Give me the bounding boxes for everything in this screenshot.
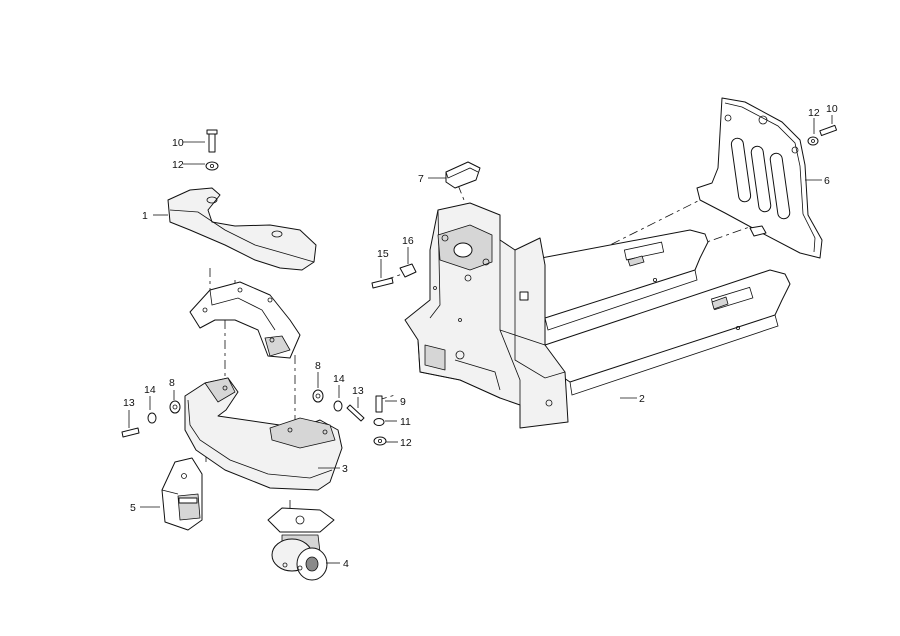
callout-11: 11 [400,416,411,428]
callout-12-left: 12 [172,159,184,171]
callout-14-left: 14 [144,384,156,396]
callout-13-left: 13 [123,397,135,409]
callout-14-right: 14 [333,373,345,385]
leader-lines [128,115,833,564]
callout-10-left: 10 [172,137,184,149]
callout-9: 9 [400,396,406,408]
upper-bracket [189,281,301,359]
callout-13-right: 13 [352,385,364,397]
callout-12-lower: 12 [400,437,412,449]
callout-2: 2 [639,393,645,405]
callout-5: 5 [130,502,136,514]
callout-7: 7 [418,173,424,185]
callout-8-right: 8 [315,360,321,372]
cap-cover [445,161,481,189]
callout-15: 15 [377,248,389,260]
top-cover [167,187,317,271]
callout-16: 16 [402,235,414,247]
callout-4: 4 [343,558,349,570]
callout-6: 6 [824,175,830,187]
callout-12-right: 12 [808,107,820,119]
callout-1: 1 [142,210,148,222]
callout-3: 3 [342,463,348,475]
callout-8-left: 8 [169,377,175,389]
castor-wheel [267,507,335,581]
callout-labels: 1 2 3 4 5 6 7 8 8 9 10 10 11 12 12 12 13… [123,103,838,570]
fork-frame [404,202,791,429]
fasteners [121,124,838,446]
castor-bracket [161,457,203,531]
rear-guard-plate [696,97,823,259]
callout-10-right: 10 [826,103,838,115]
skirt-guard [184,377,343,491]
